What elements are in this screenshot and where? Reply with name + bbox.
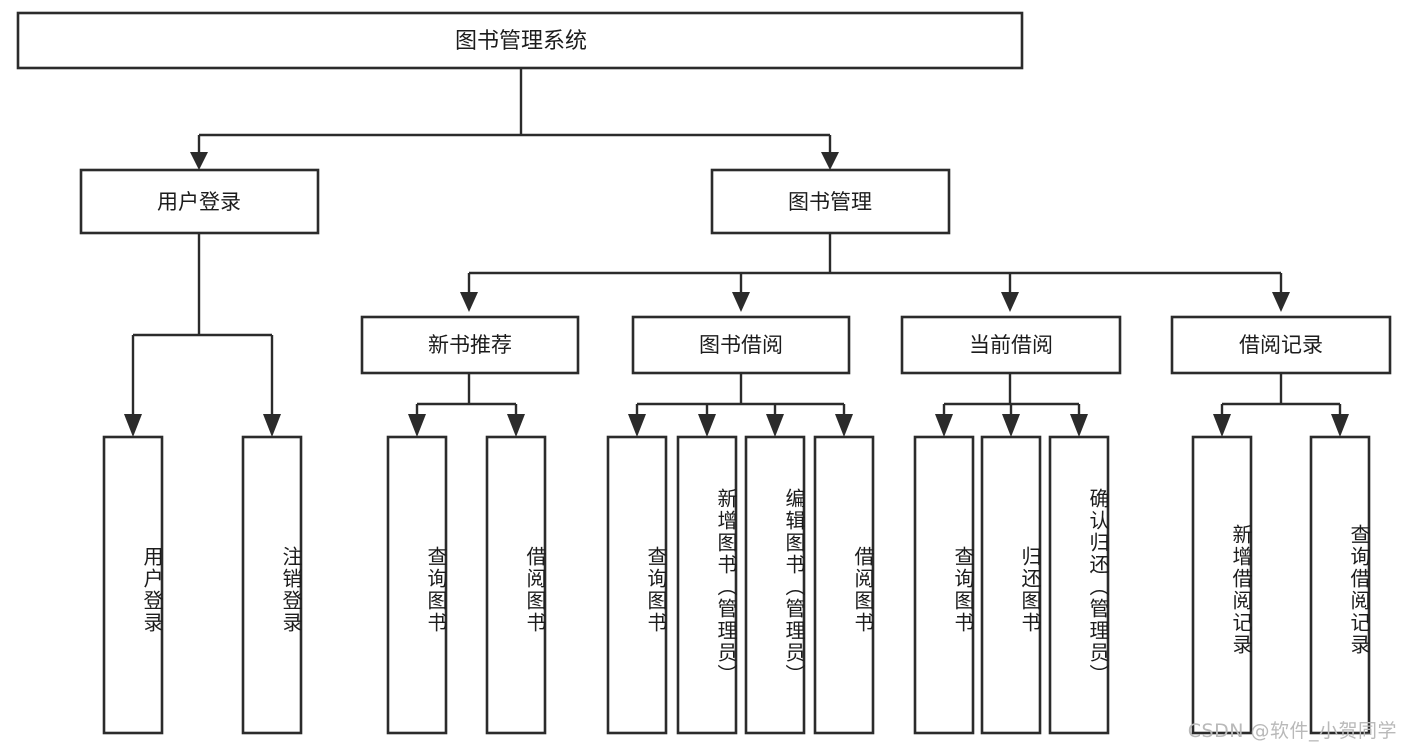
arrow-head-icon — [1070, 414, 1088, 437]
node-user-login[interactable]: 用户登录 — [79, 168, 320, 235]
node-box[interactable] — [900, 315, 1122, 375]
node-leaf-query-book-2[interactable] — [606, 435, 668, 735]
node-leaf-borrow-book-2[interactable] — [813, 435, 875, 735]
node-leaf-add-record[interactable] — [1191, 435, 1253, 735]
node-leaf-borrow-book-1[interactable] — [485, 435, 547, 735]
node-box[interactable] — [631, 315, 851, 375]
node-label: 当前借阅 — [969, 333, 1053, 357]
node-box[interactable] — [676, 435, 738, 735]
node-leaf-query-record[interactable] — [1309, 435, 1371, 735]
arrow-head-icon — [1272, 292, 1290, 312]
node-box[interactable] — [1048, 435, 1110, 735]
node-leaf-user-login[interactable] — [102, 435, 164, 735]
node-box[interactable] — [102, 435, 164, 735]
node-label: 用户登录 — [157, 190, 241, 214]
arrow-head-icon — [732, 292, 750, 312]
arrow-head-icon — [124, 414, 142, 437]
arrow-head-icon — [935, 414, 953, 437]
node-label: 图书管理 — [788, 190, 872, 214]
arrow-head-icon — [821, 152, 839, 170]
node-leaf-query-book-3[interactable] — [913, 435, 975, 735]
node-borrow-record[interactable]: 借阅记录 — [1170, 315, 1392, 375]
arrow-head-icon — [190, 152, 208, 170]
arrow-head-icon — [698, 414, 716, 437]
node-box[interactable] — [360, 315, 580, 375]
arrow-head-icon — [263, 414, 281, 437]
node-box[interactable] — [913, 435, 975, 735]
arrow-head-icon — [628, 414, 646, 437]
connector-root-to-level2 — [190, 68, 839, 170]
connector-bookborrow-to-leaves — [628, 373, 853, 437]
node-box[interactable] — [16, 11, 1024, 70]
node-leaf-confirm-return[interactable] — [1048, 435, 1110, 735]
node-leaf-query-book-1[interactable] — [386, 435, 448, 735]
node-label: 图书借阅 — [699, 333, 783, 357]
arrow-head-icon — [408, 414, 426, 437]
node-leaf-logout-login[interactable] — [241, 435, 303, 735]
connector-newbook-to-leaves — [408, 373, 525, 437]
arrow-head-icon — [1002, 414, 1020, 437]
node-book-borrow[interactable]: 图书借阅 — [631, 315, 851, 375]
node-box[interactable] — [813, 435, 875, 735]
node-box[interactable] — [1191, 435, 1253, 735]
node-leaf-return-book[interactable] — [980, 435, 1042, 735]
arrow-head-icon — [1213, 414, 1231, 437]
connector-currentborrow-to-leaves — [935, 373, 1088, 437]
node-box[interactable] — [485, 435, 547, 735]
node-new-book-recommend[interactable]: 新书推荐 — [360, 315, 580, 375]
node-box[interactable] — [744, 435, 806, 735]
node-box[interactable] — [606, 435, 668, 735]
arrow-head-icon — [766, 414, 784, 437]
connector-bookmgmt-to-level3 — [460, 233, 1290, 312]
connector-borrowrecord-to-leaves — [1213, 373, 1349, 437]
node-box[interactable] — [1309, 435, 1371, 735]
node-box[interactable] — [79, 168, 320, 235]
node-label: 新书推荐 — [428, 333, 512, 357]
connector-userlogin-to-leaves — [124, 233, 281, 437]
node-label: 借阅记录 — [1239, 333, 1323, 357]
arrow-head-icon — [1331, 414, 1349, 437]
node-leaf-edit-book[interactable] — [744, 435, 806, 735]
node-box[interactable] — [1170, 315, 1392, 375]
arrow-head-icon — [835, 414, 853, 437]
node-box[interactable] — [386, 435, 448, 735]
arrow-head-icon — [507, 414, 525, 437]
arrow-head-icon — [1001, 292, 1019, 312]
node-current-borrow[interactable]: 当前借阅 — [900, 315, 1122, 375]
node-box[interactable] — [241, 435, 303, 735]
node-book-management[interactable]: 图书管理 — [710, 168, 951, 235]
node-leaf-add-book[interactable] — [676, 435, 738, 735]
arrow-head-icon — [460, 292, 478, 312]
node-box[interactable] — [980, 435, 1042, 735]
node-root[interactable]: 图书管理系统 — [16, 11, 1024, 70]
csdn-watermark: CSDN @软件_小贺同学 — [1187, 720, 1397, 742]
node-label: 图书管理系统 — [455, 29, 587, 54]
node-box[interactable] — [710, 168, 951, 235]
